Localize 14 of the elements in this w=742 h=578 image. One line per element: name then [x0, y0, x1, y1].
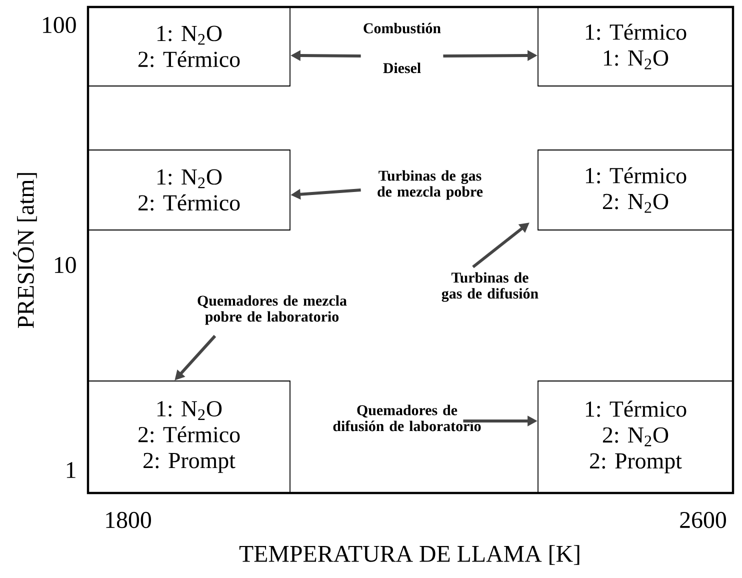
regime-box: 1: N$_{2}$O 2: Térmico 2: Prompt [88, 380, 290, 494]
tick-label: 10 [55, 256, 76, 274]
regime-box: 1: N$_{2}$O 2: Térmico [88, 150, 290, 230]
application-label: Turbinas de gas de difusión [442, 272, 538, 302]
regime-box: 1: Térmico 1: N$_{2}$O [538, 6, 734, 86]
application-label: Combustión Diesel [364, 22, 441, 74]
application-label: Quemadores de mezcla pobre de laboratorio [198, 295, 347, 325]
regime-box: 1: Térmico 2: N$_{2}$O 2: Prompt [538, 380, 734, 494]
application-label: Turbinas de gas de mezcla pobre [378, 170, 483, 200]
application-label: Quemadores de difusión de laboratorio [333, 404, 481, 432]
regime-box: 1: N$_{2}$O 2: Térmico [88, 6, 290, 86]
axis-title: TEMPERATURA DE LLAMA [K] [239, 545, 580, 565]
regime-box: 1: Térmico 2: N$_{2}$O [538, 150, 734, 230]
axis-title: PRESIÓN [atm] [13, 173, 37, 328]
